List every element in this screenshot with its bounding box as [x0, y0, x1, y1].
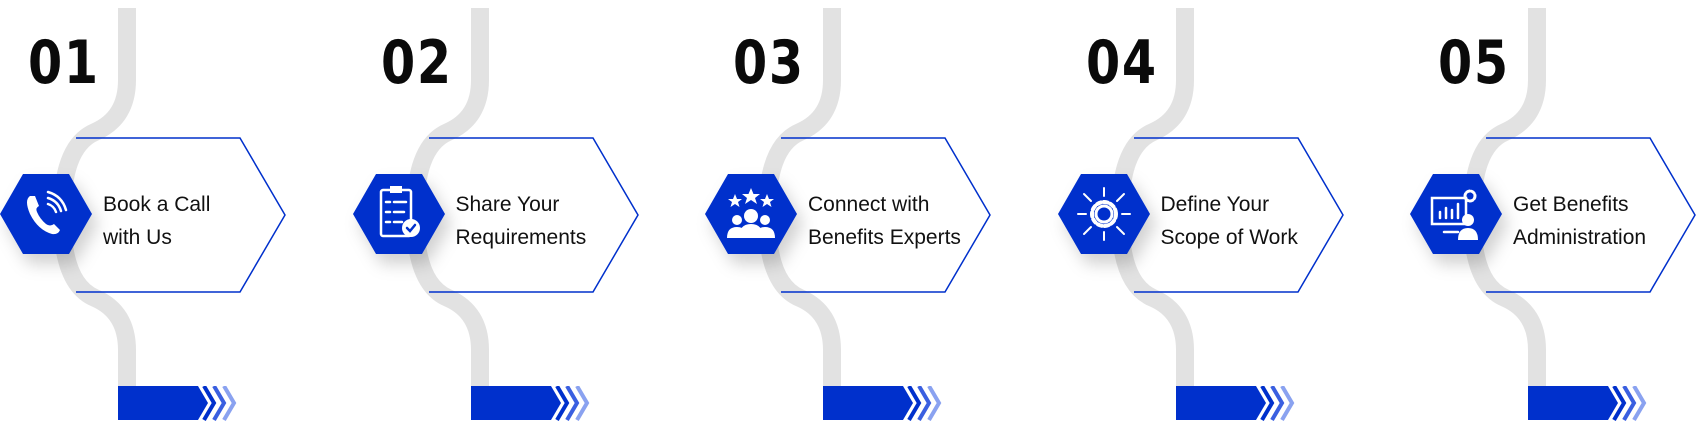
- step-box: [781, 137, 991, 293]
- step-label-line2: Administration: [1513, 226, 1647, 249]
- step-label-line1: Define Your: [1160, 193, 1270, 216]
- process-step-04: 04 Define Your Scope of Work: [1057, 0, 1410, 430]
- gear-arrows-icon: [1057, 174, 1150, 254]
- step-box: [1133, 137, 1344, 293]
- process-step-05: 05 Get Benefits Administration: [1410, 0, 1700, 430]
- step-box: [1486, 137, 1696, 293]
- step-label-line1: Connect with: [808, 193, 930, 216]
- step-label: Define Your Scope of Work: [1161, 188, 1298, 254]
- step-number: 05: [1438, 28, 1510, 98]
- step-label: Connect with Benefits Experts: [808, 188, 961, 254]
- step-box: [76, 137, 286, 293]
- step-label-line2: with Us: [103, 226, 172, 249]
- step-label-line2: Scope of Work: [1160, 226, 1298, 249]
- step-number: 01: [28, 28, 100, 98]
- step-label: Book a Call with Us: [103, 188, 210, 254]
- step-label-line2: Benefits Experts: [808, 226, 961, 249]
- step-number: 03: [733, 28, 805, 98]
- next-chevrons-icon: [823, 386, 942, 422]
- step-number: 02: [380, 28, 453, 98]
- step-label-line2: Requirements: [455, 226, 587, 249]
- step-number: 04: [1085, 28, 1158, 98]
- process-step-01: 01 Book a Call with Us: [0, 0, 352, 430]
- next-chevrons-icon: [1528, 386, 1647, 422]
- phone-icon: [0, 174, 92, 254]
- step-box: [428, 137, 639, 293]
- team-stars-icon: [705, 174, 797, 254]
- process-step-03: 03 Connect with Benefits Experts: [705, 0, 1057, 430]
- analytics-user-icon: [1410, 174, 1502, 254]
- process-step-02: 02 Share Your Requirements: [352, 0, 705, 430]
- step-label-line1: Share Your: [455, 193, 560, 216]
- next-chevrons-icon: [470, 386, 589, 422]
- step-label: Share Your Requirements: [456, 188, 587, 254]
- clipboard-check-icon: [352, 174, 445, 254]
- next-chevrons-icon: [118, 386, 237, 422]
- step-label-line1: Book a Call: [103, 193, 211, 216]
- step-label: Get Benefits Administration: [1513, 188, 1646, 254]
- next-chevrons-icon: [1175, 386, 1294, 422]
- step-label-line1: Get Benefits: [1513, 193, 1629, 216]
